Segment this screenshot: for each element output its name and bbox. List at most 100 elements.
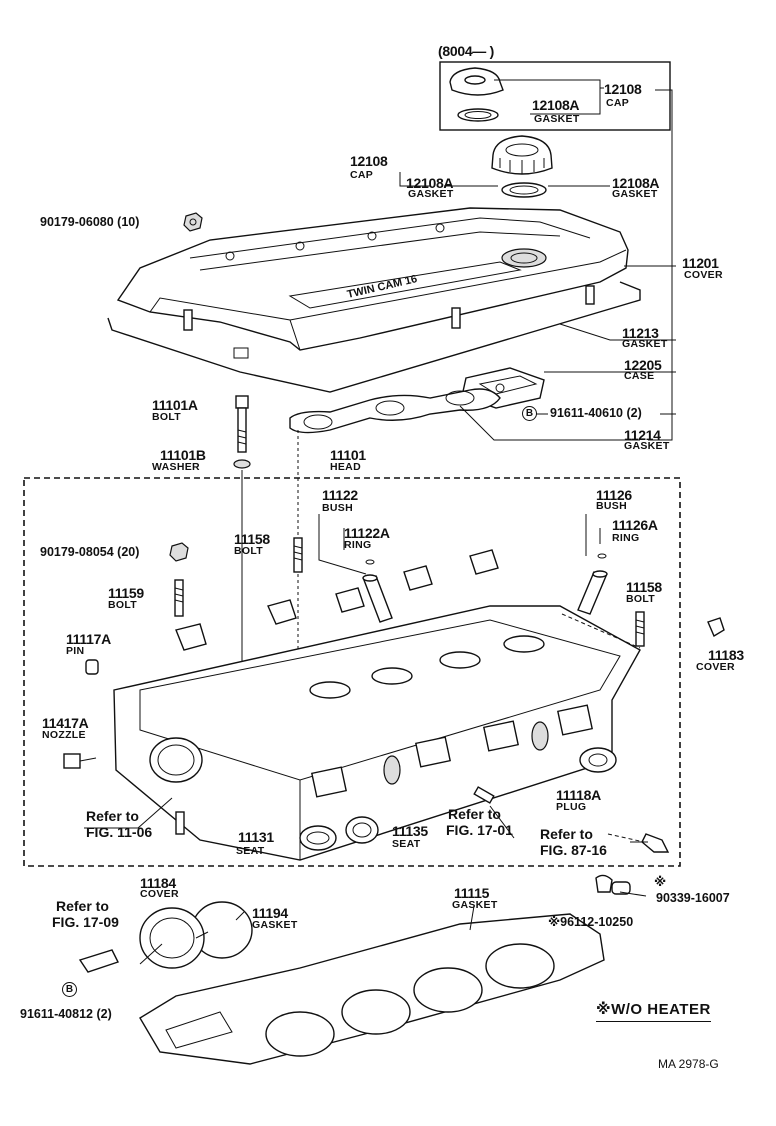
- plug-drawing: [579, 747, 617, 773]
- part-name: SEAT: [236, 845, 265, 857]
- part-number: 11117A: [66, 631, 111, 647]
- head-bolt-drawing: [233, 395, 251, 469]
- diagram-code: MA 2978-G: [658, 1057, 719, 1071]
- part-name: CAP: [350, 169, 374, 181]
- part-name: BOLT: [108, 599, 137, 611]
- part-number: 11126A: [612, 517, 658, 533]
- leader-lines: [84, 79, 676, 965]
- pin-11117a: [85, 659, 99, 675]
- part-number: 90179-08054 (20): [40, 545, 140, 559]
- refer-line1: Refer to: [448, 806, 501, 822]
- part-name: CASE: [624, 370, 655, 382]
- part-number: 11417A: [42, 715, 89, 731]
- part-name: PLUG: [556, 801, 587, 813]
- rear-covers-drawing: [139, 901, 253, 969]
- refer-fig-17-09: Refer to FIG. 17-09: [52, 898, 119, 930]
- part-number: 11101A: [152, 397, 198, 413]
- legend-wo-heater: ※W/O HEATER: [596, 1002, 711, 1022]
- part-number: 11101: [330, 447, 366, 463]
- bush-11122: [362, 559, 393, 623]
- cap-top-drawing: [449, 67, 504, 122]
- manifold-gasket-drawing: [289, 388, 501, 434]
- part-number: ※96112-10250: [548, 915, 634, 929]
- cap-mid-drawing: [491, 135, 553, 198]
- part-name: GASKET: [252, 919, 298, 931]
- part-name: PIN: [66, 645, 85, 657]
- part-number: 90339-16007: [656, 891, 730, 905]
- part-name: HEAD: [330, 461, 361, 473]
- part-number: 12108A: [406, 175, 454, 191]
- top-cap-box: [439, 61, 671, 131]
- part-name: BOLT: [152, 411, 181, 423]
- part-number: 11122A: [344, 525, 390, 541]
- part-name: BOLT: [234, 545, 263, 557]
- part-name: WASHER: [152, 461, 200, 473]
- part-number: 11158: [626, 579, 662, 595]
- part-number: 11213: [622, 325, 659, 341]
- stud-11158-right: [635, 611, 645, 647]
- cam-caps: [175, 549, 499, 651]
- bolt-symbol-b: B: [522, 406, 537, 421]
- part-number: 11101B: [160, 447, 206, 463]
- stud-11159: [174, 579, 184, 617]
- part-name: GASKET: [452, 899, 498, 911]
- part-number: 11135: [392, 823, 428, 839]
- part-name: SEAT: [392, 838, 421, 850]
- heater-mark: ※: [654, 875, 667, 889]
- part-number: 11201: [682, 255, 719, 271]
- part-number: 11131: [238, 829, 274, 845]
- part-name: RING: [612, 532, 640, 544]
- valve-cover-drawing: [107, 207, 641, 393]
- seat-11135: [345, 816, 379, 844]
- part-name: BOLT: [626, 593, 655, 605]
- part-number: 12108: [604, 81, 642, 97]
- part-name: GASKET: [612, 188, 658, 200]
- part-number: 91611-40812 (2): [20, 1007, 112, 1021]
- part-name: COVER: [684, 269, 723, 281]
- part-name: BUSH: [322, 502, 353, 514]
- part-name: CAP: [606, 97, 630, 109]
- refer-fig-11-06: Refer to FIG. 11-06: [86, 808, 152, 840]
- part-name: RING: [344, 539, 372, 551]
- part-number: 12108: [350, 153, 388, 169]
- stud-11158-left: [293, 537, 303, 573]
- refer-line1: Refer to: [86, 808, 139, 824]
- part-number: 11214: [624, 427, 661, 443]
- part-number: 11183: [708, 647, 744, 663]
- part-number: 90179-06080 (10): [40, 215, 140, 229]
- cylinder-head-drawing: [113, 605, 641, 861]
- cover-11183: [707, 617, 725, 638]
- part-name: COVER: [696, 661, 735, 673]
- part-number: 11159: [108, 585, 144, 601]
- refer-line2: FIG. 17-01: [446, 822, 513, 839]
- part-number: 11126: [596, 487, 632, 503]
- part-number: 11115: [454, 885, 490, 901]
- part-name: GASKET: [408, 188, 454, 200]
- part-number: 12108A: [612, 175, 660, 191]
- refer-fig-87-16: Refer to FIG. 87-16: [540, 826, 607, 858]
- nut-90179-08054: [169, 542, 189, 562]
- part-number: 11184: [140, 875, 176, 891]
- part-number: 11158: [234, 531, 270, 547]
- part-name: GASKET: [624, 440, 670, 452]
- part-number: 11194: [252, 905, 288, 921]
- refer-line1: Refer to: [540, 826, 593, 842]
- part-name: GASKET: [534, 113, 580, 125]
- bolt-symbol-b: B: [62, 982, 77, 997]
- refer-line2: FIG. 17-09: [52, 914, 119, 931]
- bush-11126: [577, 553, 608, 615]
- refer-line2: FIG. 87-16: [540, 842, 607, 859]
- part-number: 12108A: [532, 97, 580, 113]
- refer-line2: FIG. 11-06: [86, 824, 153, 841]
- head-gasket-drawing: [139, 913, 605, 1065]
- part-number: 11122: [322, 487, 358, 503]
- nozzle-drawing: [63, 753, 97, 769]
- part-number: 12205: [624, 357, 662, 373]
- nut-drawing: [183, 212, 203, 232]
- part-name: COVER: [140, 888, 179, 900]
- seat-11131: [299, 825, 337, 851]
- part-number: 11118A: [556, 787, 601, 803]
- refer-fig-17-01: Refer to FIG. 17-01: [446, 806, 513, 838]
- refer-line1: Refer to: [56, 898, 109, 914]
